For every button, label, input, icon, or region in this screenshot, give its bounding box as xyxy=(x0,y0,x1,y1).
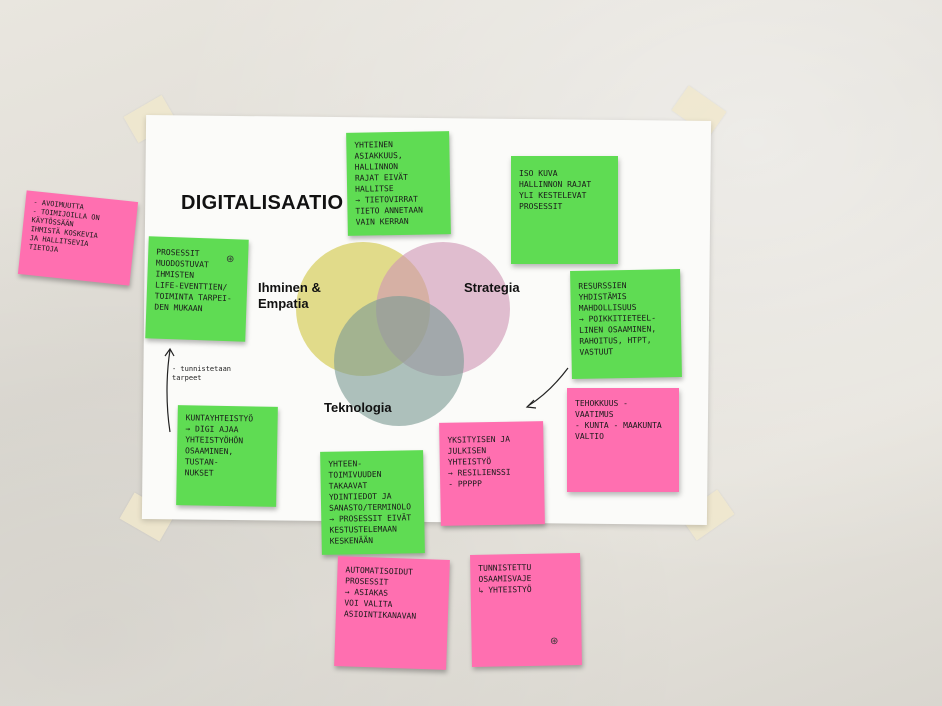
note-left-pink: - avoimuutta- toimijoilla onkäytössäänih… xyxy=(18,190,138,285)
note-left-green: Prosessitmuodostuvatihmistenlife-eventti… xyxy=(145,236,248,341)
note-text-line: Tehokkuus - xyxy=(575,398,671,409)
arrow-up-icon xyxy=(160,346,180,436)
note-text-line: asiointikanavan xyxy=(344,608,440,622)
note-text-line: vaatimus xyxy=(575,409,671,420)
note-text-line: ↳ yhteistyö xyxy=(479,583,573,596)
note-bottom-pink-left: Automatisoidutprosessit→ asiakasvoi vali… xyxy=(334,556,450,670)
note-text-line: vastuut xyxy=(579,345,673,358)
note-text-line: keskenään xyxy=(330,534,417,547)
note-text-line: vain kerran xyxy=(356,215,443,228)
note-text-line: - ppppp xyxy=(448,477,536,490)
note-right-pink: Tehokkuus -vaatimus- kunta - maakuntaval… xyxy=(567,388,679,492)
note-text-line: - kunta - maakunta xyxy=(575,420,671,431)
venn-label-ihminen: Ihminen & Empatia xyxy=(258,280,321,312)
venn-label-ihminen-line2: Empatia xyxy=(258,296,309,311)
note-center-pink: Yksityisen jajulkisenyhteistyö→ resilien… xyxy=(439,421,545,526)
note-bottom-left-green: Kuntayhteistyö→ digi ajaayhteistyöhönosa… xyxy=(176,405,278,507)
note-bottom-center-green: Yhteen-toimivuudentakaavatydintiedot jas… xyxy=(320,450,425,555)
arrow-curve-icon xyxy=(522,364,572,414)
note-top-center: Yhteinenasiakkuus,hallinnonrajat eivätha… xyxy=(346,131,451,236)
note-text-line: hallinnon rajat xyxy=(519,179,610,190)
note-text-line: yli kestelevat xyxy=(519,190,610,201)
poster-title: DIGITALISAATIO xyxy=(181,192,343,215)
star-mark-icon: ⊛ xyxy=(550,636,558,647)
note-text-line: → prosessit eivät xyxy=(329,512,416,525)
venn-label-teknologia: Teknologia xyxy=(324,400,392,416)
handwritten-note-line1: - tunnistetaan xyxy=(172,365,231,373)
note-text-line: valtio xyxy=(575,431,671,442)
note-text-line: prosessit xyxy=(519,201,610,212)
star-mark-icon: ⊛ xyxy=(226,254,234,265)
note-top-right: Iso kuvahallinnon rajatyli kestelevatpro… xyxy=(511,156,618,264)
note-bottom-pink-right: Tunnistettuosaamisvaje↳ yhteistyö xyxy=(470,553,582,667)
handwritten-note: - tunnistetaan tarpeet xyxy=(172,365,231,383)
note-right-green: Resurssienyhdistämismahdollisuus→ poikki… xyxy=(570,269,682,379)
note-text-line: Iso kuva xyxy=(519,168,610,179)
note-text-line: osaaminen, tustan- xyxy=(185,445,269,468)
venn-label-strategia: Strategia xyxy=(464,280,520,296)
note-text-line: nukset xyxy=(185,467,269,479)
venn-label-ihminen-line1: Ihminen & xyxy=(258,280,321,295)
